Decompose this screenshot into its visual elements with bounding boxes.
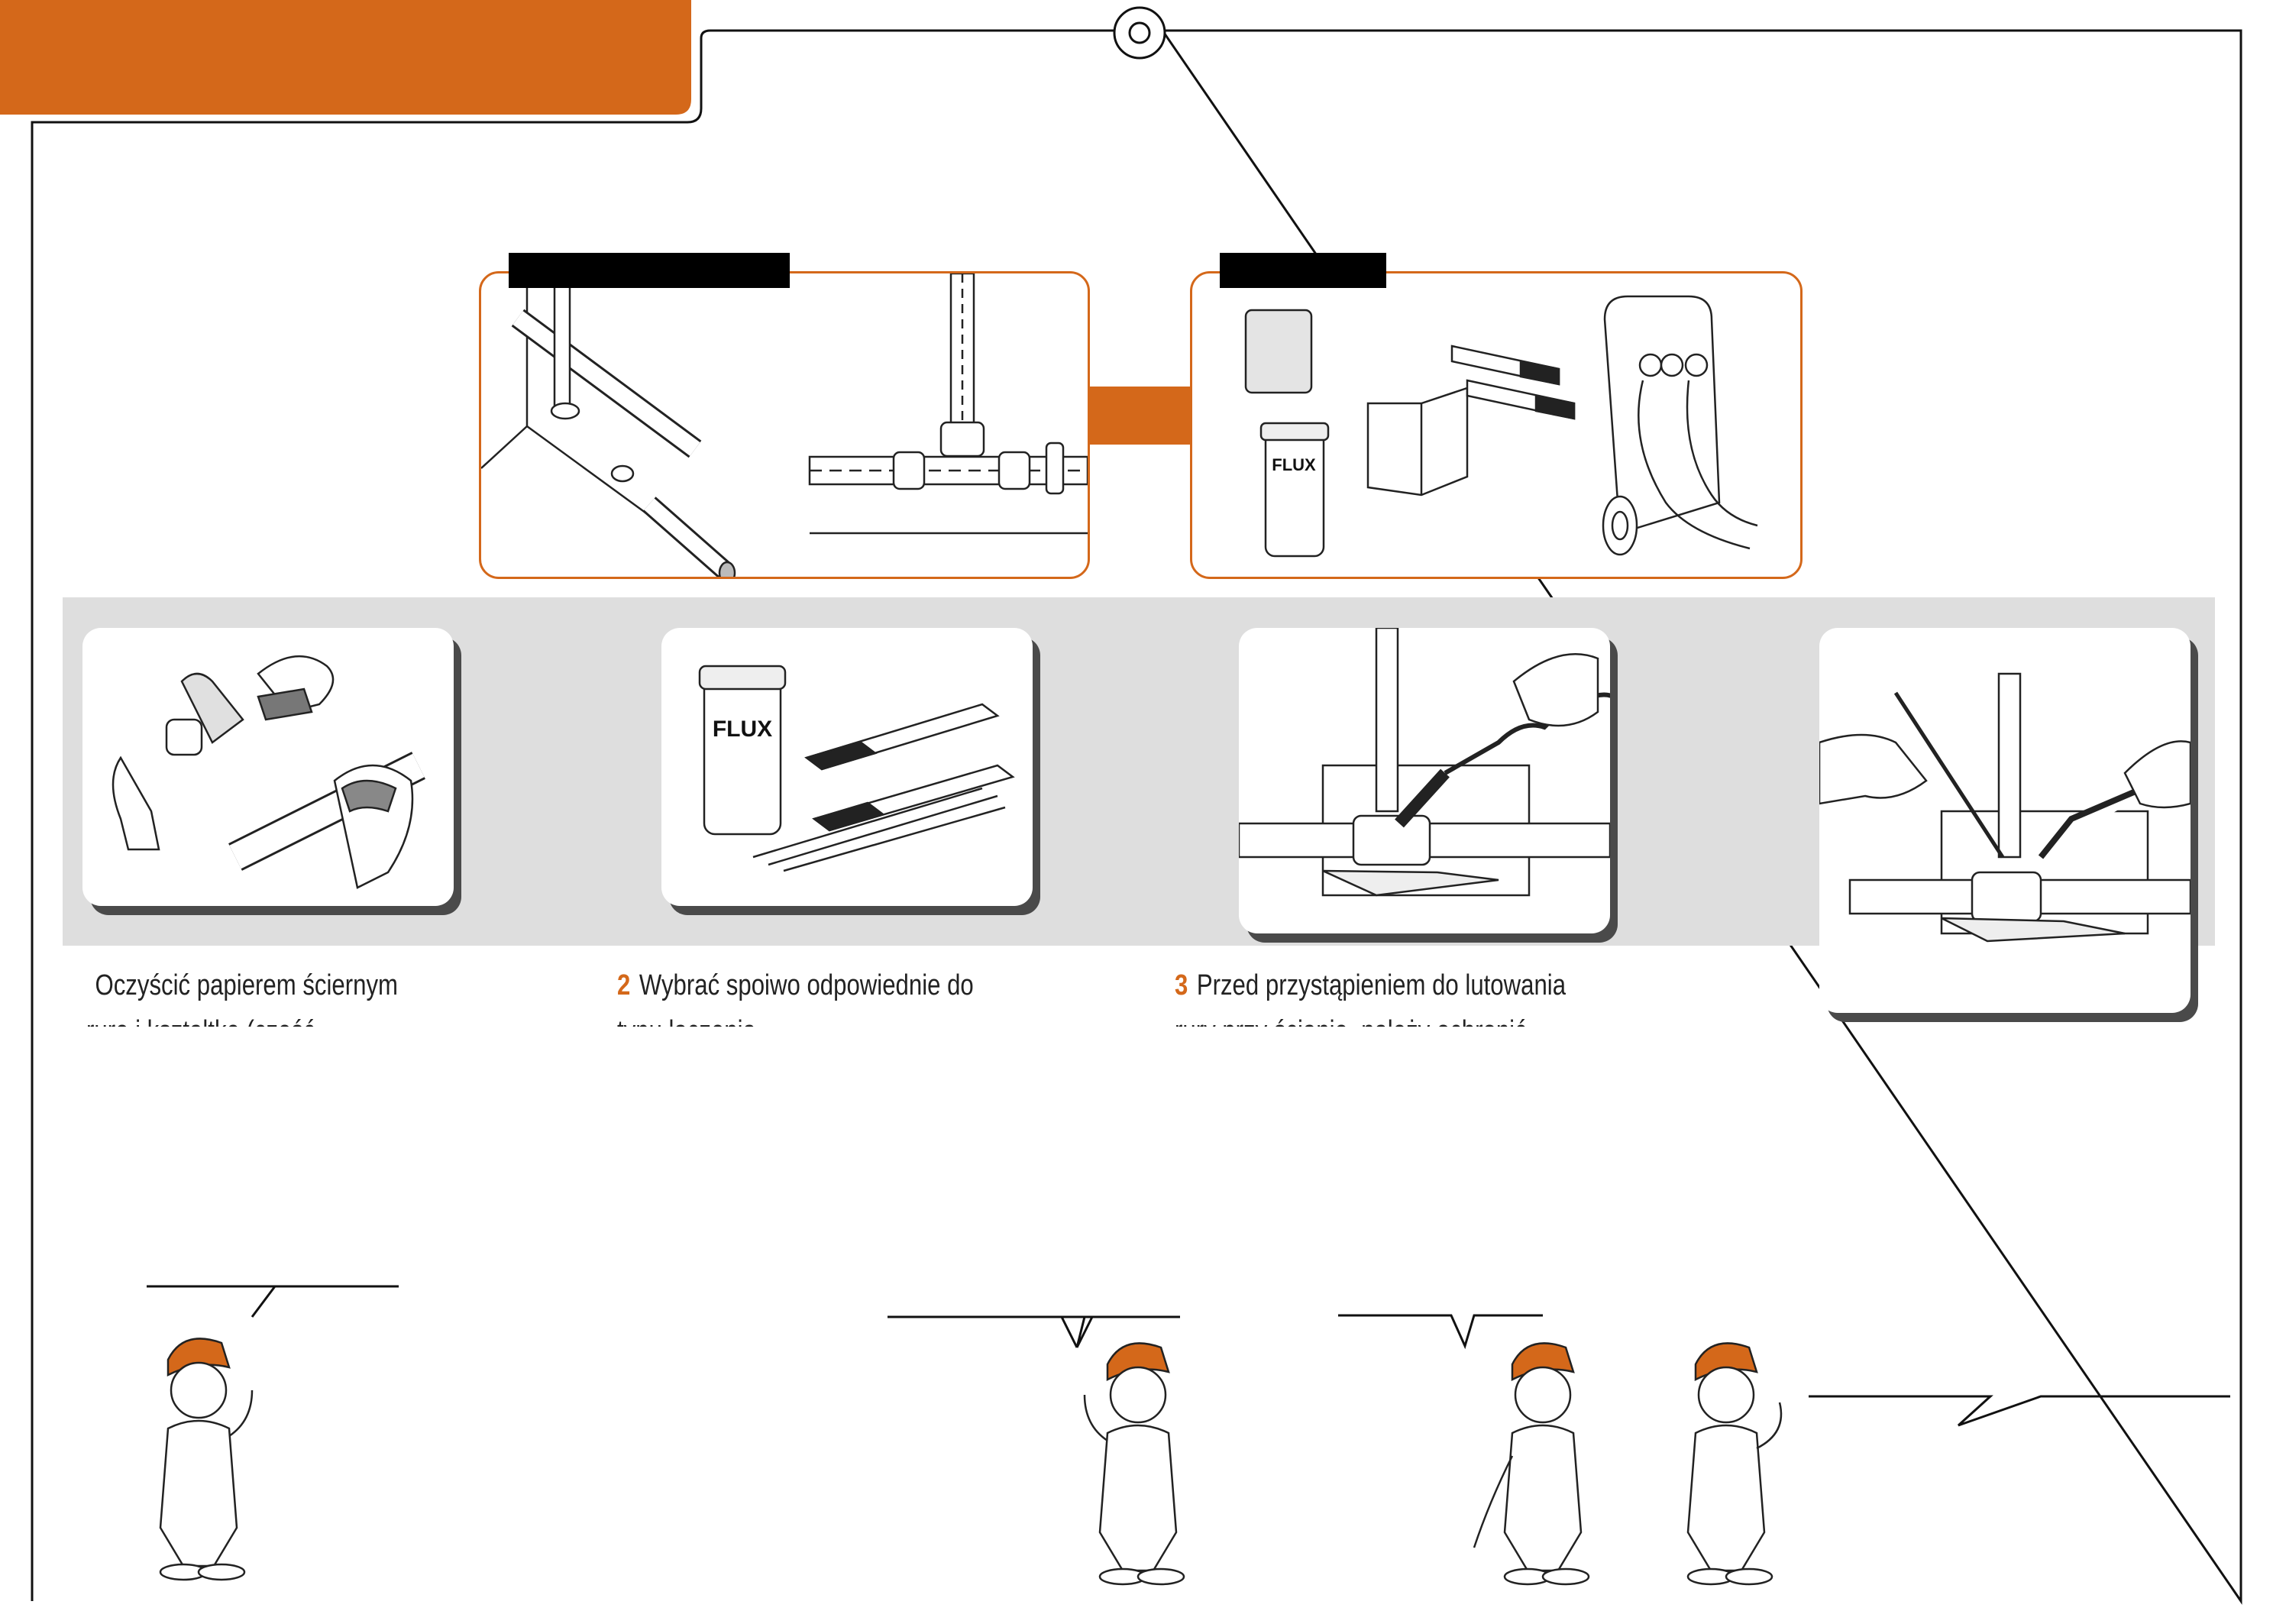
- header-tab: [0, 0, 691, 115]
- step-1-card: [82, 628, 454, 906]
- flux-jar-small-label: FLUX: [1272, 455, 1316, 474]
- mascot-1: [159, 1338, 254, 1581]
- tools-illustration: FLUX: [1244, 295, 1758, 558]
- speech-bubble-3: [1338, 1314, 1543, 1350]
- flux-solder-illustration: FLUX: [698, 665, 1015, 872]
- step-2-card: FLUX: [661, 628, 1033, 906]
- solder-rods-icon: [1450, 345, 1576, 420]
- mascot-2: [1083, 1342, 1185, 1586]
- speech-bubble-4: [1809, 1395, 2230, 1427]
- wall-shield-illustration: [1239, 628, 1610, 897]
- step-3-description: Przed przystąpieniem do lutowania rury p…: [1175, 969, 1567, 1027]
- pipe-installation-illustration: [481, 273, 1088, 577]
- mascot-3: [1473, 1342, 1590, 1586]
- box-connector: [1088, 387, 1190, 445]
- step-2-number: 2: [617, 969, 631, 1001]
- sandpaper-icon: [1244, 309, 1313, 394]
- step-4-card: [1819, 628, 2191, 1013]
- step-2-description: Wybrać spoiwo odpowiednie do typu łączen…: [617, 969, 974, 1027]
- sanding-illustration: [112, 655, 425, 889]
- heat-shield-icon: [1366, 387, 1469, 497]
- tools-box: FLUX: [1190, 271, 1803, 579]
- tools-tab: [1220, 253, 1386, 288]
- speech-bubble-1: [147, 1285, 399, 1318]
- step-3-number: 3: [1175, 969, 1188, 1001]
- step-3-card: [1239, 628, 1610, 933]
- flux-jar-large-label: FLUX: [713, 717, 772, 742]
- gas-cart-icon: [1602, 295, 1758, 556]
- mascot-4: [1686, 1342, 1783, 1586]
- pipe-installation-box: [479, 271, 1090, 579]
- step-1-description: Oczyścić papierem ściernym rurę i kształ…: [86, 969, 399, 1027]
- pipe-installation-tab: [509, 253, 790, 288]
- speech-bubble-2: [888, 1315, 1180, 1348]
- binder-hole-icon: [1113, 6, 1166, 60]
- step-1-text: Oczyścić papierem ściernym rurę i kształ…: [86, 962, 437, 1027]
- soldering-illustration: [1819, 672, 2191, 943]
